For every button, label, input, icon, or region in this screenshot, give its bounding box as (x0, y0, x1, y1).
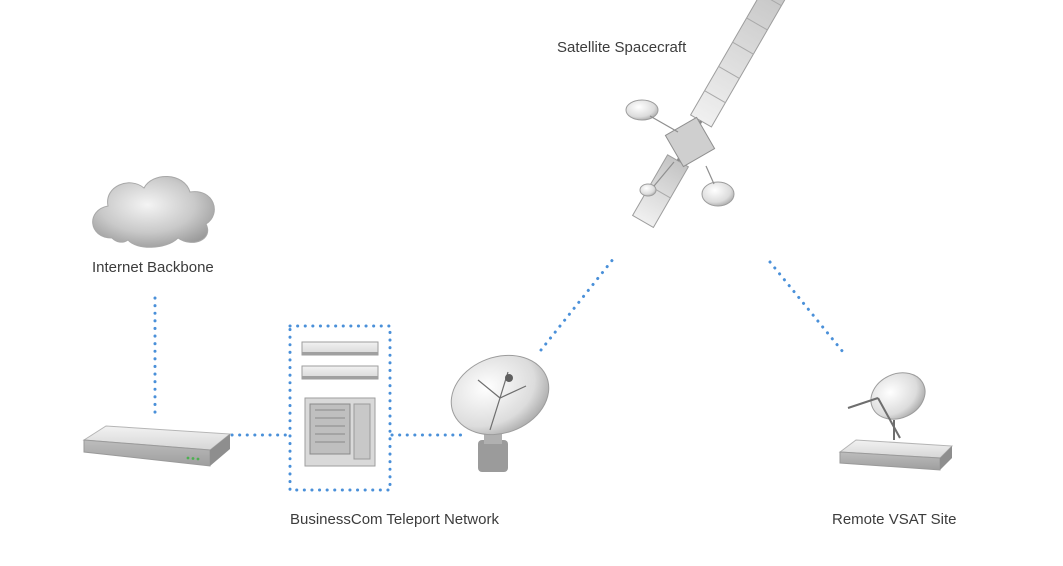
vsat-dish-icon (838, 372, 954, 471)
link-antenna-satellite (539, 256, 616, 352)
satellite-icon (625, 0, 793, 229)
router-icon (82, 425, 232, 467)
label-remote: Remote VSAT Site (832, 511, 957, 528)
cloud-icon (92, 175, 215, 248)
links (153, 256, 845, 492)
server-rack-icon (301, 341, 379, 467)
ground-antenna-icon (450, 354, 550, 472)
label-internet: Internet Backbone (92, 259, 214, 276)
label-satellite: Satellite Spacecraft (557, 39, 687, 56)
label-teleport: BusinessCom Teleport Network (290, 511, 499, 528)
teleport-boundary (288, 324, 392, 492)
link-satellite-remote (768, 260, 845, 354)
